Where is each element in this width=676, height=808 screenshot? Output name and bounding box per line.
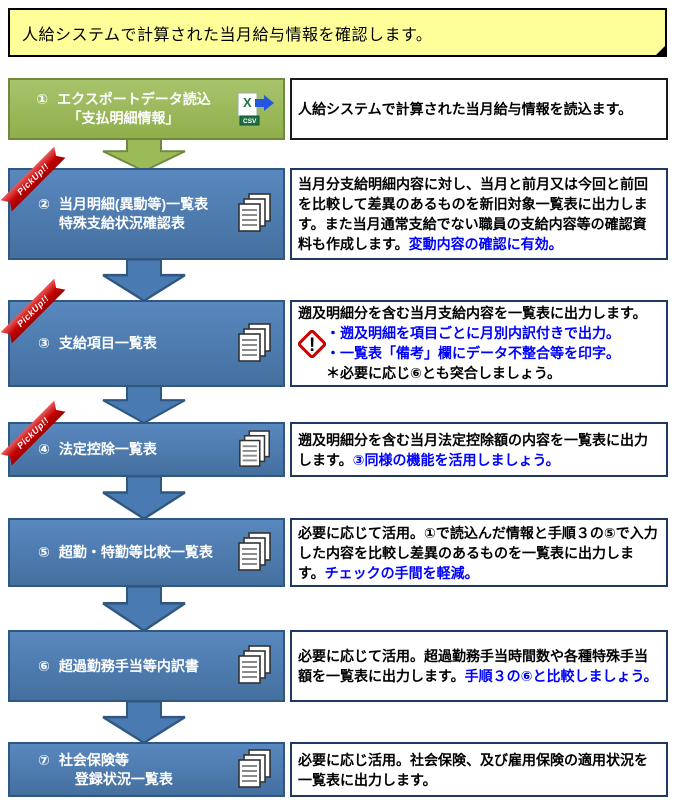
step-number: ① [36,91,49,107]
folded-corner [654,44,667,57]
step-4-label-box: PickUp!! ④ 法定控除一覧表 [8,422,285,477]
step-2-description-box: 当月分支給明細内容に対し、当月と前月又は今回と前回を比較して差異のあるものを新旧… [290,168,668,260]
step-3-desc-intro: 遡及明細分を含む当月支給内容を一覧表に出力します。 [298,305,647,321]
step-4-row: PickUp!! ④ 法定控除一覧表 遡及明細分を含む当月法定控除額の内容を一覧… [8,422,668,477]
documents-icon [231,645,279,687]
step-number: ⑥ [38,657,50,674]
documents-icon [231,193,279,235]
title-banner: 人給システムで計算された当月給与情報を確認します。 [8,8,667,57]
step-number: ② [38,196,50,212]
svg-text:CSV: CSV [243,118,257,125]
step-7-label-box: ⑦ 社会保険等 登録状況一覧表 [8,742,285,797]
title-banner-text: 人給システムで計算された当月給与情報を確認します。 [22,26,433,44]
documents-icon [231,748,279,791]
step-number: ⑦ [38,751,50,768]
step-number: ③ [38,335,50,351]
svg-text:!: ! [309,335,315,356]
down-arrow-icon [102,700,186,744]
down-arrow-icon [102,585,186,632]
step-7-row: ⑦ 社会保険等 登録状況一覧表 必要に応じ活用。社会保険、及び雇用保険の適用状況… [8,742,668,797]
step-5-row: ⑤ 超勤・特勤等比較一覧表 必要に応じて活用。①で読込んだ情報と手順３の⑤で入力… [8,518,668,587]
step-6-row: ⑥ 超過勤務手当等内訳書 必要に応じて活用。超過勤務手当時間数や各種特殊手当額を… [8,630,668,702]
warning-diamond-icon: ! [295,327,329,361]
excel-csv-export-icon: X CSV [231,92,279,126]
documents-icon [231,429,279,470]
step-6-title: ⑥ 超過勤務手当等内訳書 [38,657,199,674]
step-5-label-box: ⑤ 超勤・特勤等比較一覧表 [8,518,285,587]
down-arrow-icon [102,258,186,302]
step-1-description-box: 人給システムで計算された当月給与情報を読込ます。 [290,78,668,140]
step-3-desc-lines: ・遡及明細を項目ごとに月別内訳付きで出力。 ・一覧表「備考」欄にデータ不整合等を… [326,325,620,381]
step-7-description-box: 必要に応じ活用。社会保険、及び雇用保険の適用状況を一覧表に出力します。 [290,742,668,797]
step-5-title: ⑤ 超勤・特勤等比較一覧表 [38,544,213,560]
step-number: ④ [38,441,50,457]
step-number: ⑤ [38,544,50,560]
step-4-title: ④ 法定控除一覧表 [38,441,157,457]
step-2-row: PickUp!! ② 当月明細(異動等)一覧表 特殊支給状況確認表 [8,168,668,260]
step-4-description-box: 遡及明細分を含む当月法定控除額の内容を一覧表に出力します。③同様の機能を活用しま… [290,422,668,477]
step-3-title: ③ 支給項目一覧表 [38,335,157,351]
step-2-title: ② 当月明細(異動等)一覧表 特殊支給状況確認表 [38,196,209,231]
step-6-label-box: ⑥ 超過勤務手当等内訳書 [8,630,285,702]
step-3-label-box: PickUp!! ③ 支給項目一覧表 [8,300,285,387]
down-arrow-icon [102,138,186,172]
step-7-title: ⑦ 社会保険等 登録状況一覧表 [38,751,173,787]
documents-icon [231,322,279,365]
step-6-description-box: 必要に応じて活用。超過勤務手当時間数や各種特殊手当額を一覧表に出力します。手順３… [290,630,668,702]
svg-text:X: X [243,95,252,110]
step-3-description-box: 遡及明細分を含む当月支給内容を一覧表に出力します。 ! ・遡及明細を項目ごとに月… [290,300,668,387]
step-5-description-box: 必要に応じて活用。①で読込んだ情報と手順３の⑤で入力した内容を比較し差異のあるも… [290,518,668,587]
step-2-label-box: PickUp!! ② 当月明細(異動等)一覧表 特殊支給状況確認表 [8,168,285,260]
step-3-row: PickUp!! ③ 支給項目一覧表 遡及明細分を含む当月支給内容を一覧表に出力… [8,300,668,387]
documents-icon [231,531,279,574]
down-arrow-icon [102,475,186,520]
down-arrow-icon [102,385,186,424]
